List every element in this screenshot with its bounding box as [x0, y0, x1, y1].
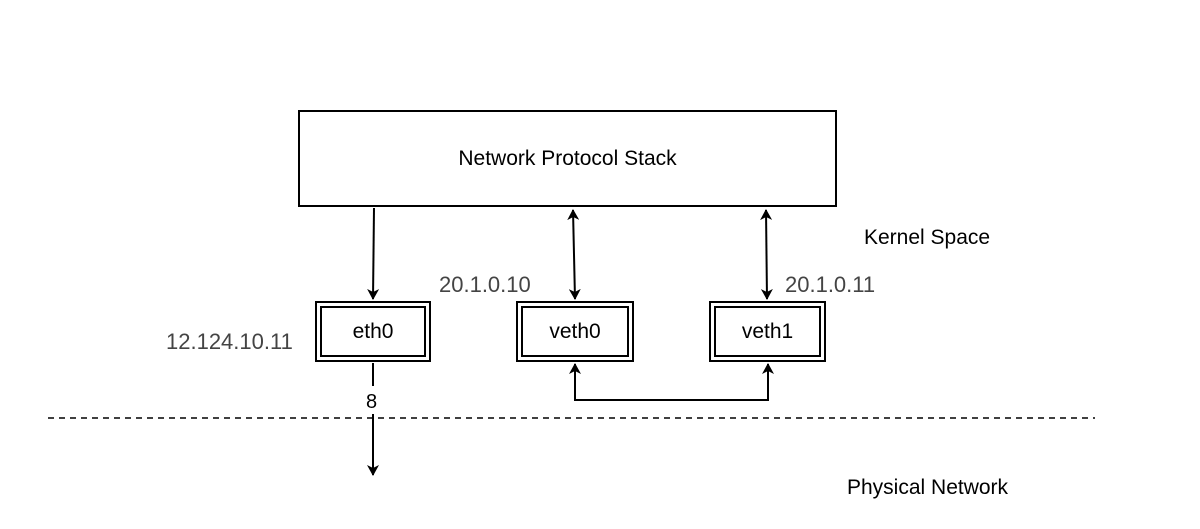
stack-veth1-arrow: [760, 209, 773, 300]
eth0-interface: eth0: [315, 301, 431, 362]
veth0-ip-label: 20.1.0.10: [439, 272, 531, 297]
veth0-interface: veth0: [516, 301, 634, 362]
veth1-interface: veth1: [709, 301, 826, 362]
veth0-label: veth0: [549, 319, 601, 343]
stack-veth0-arrow: [567, 209, 581, 300]
kernel-space-label: Kernel Space: [864, 226, 991, 249]
stack-label: Network Protocol Stack: [458, 146, 677, 170]
physical-network-label: Physical Network: [847, 476, 1009, 499]
veth-pair-link: [569, 363, 774, 401]
eth0-label: eth0: [352, 319, 394, 343]
network-protocol-stack: Network Protocol Stack: [298, 110, 837, 207]
veth1-ip-label: 20.1.0.11: [785, 272, 876, 297]
stack-to-eth0-arrow: [367, 207, 380, 300]
veth1-label: veth1: [741, 319, 794, 343]
eth0-ip-label: 12.124.10.11: [166, 329, 293, 354]
link-label: 8: [366, 391, 378, 413]
